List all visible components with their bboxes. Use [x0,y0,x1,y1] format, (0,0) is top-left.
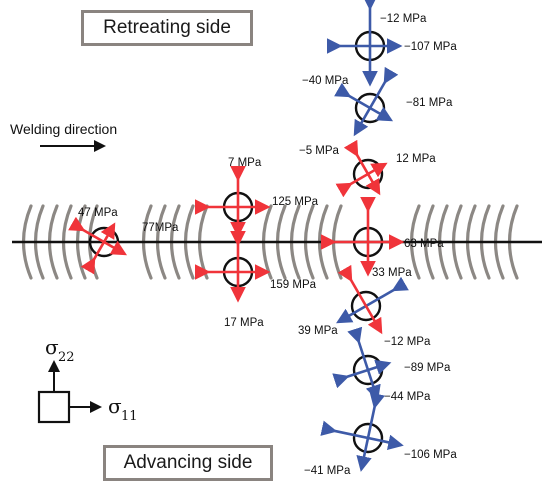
stress-value-label: −12 MPa [380,13,427,25]
stress-value-label: 77MPa [142,222,179,234]
retreating-side-label: Retreating side [81,10,253,46]
stress-value-label: −5 MPa [299,145,340,157]
sigma11-symbol: σ [108,394,122,418]
stress-point-p8: 39 MPa −12 MPa [298,264,431,348]
stress-point-p1: 47 MPa 77MPa [68,207,179,275]
stress-value-label: 7 MPa [228,157,262,169]
stress-points: 47 MPa 77MPa 7 MPa 125 MPa 159 MPa 17 MPa −12 … [68,0,457,477]
stress-arrow [80,222,116,275]
stress-value-label: −89 MPa [404,362,451,374]
stress-value-label: 12 MPa [396,153,436,165]
stress-point-p6: −5 MPa 12 MPa [299,139,436,198]
stress-value-label: 47 MPa [78,207,118,219]
stress-point-p9: −89 MPa −44 MPa [332,326,451,403]
coordinate-axes: σ 22 σ 11 [37,335,138,424]
stress-point-p3: 159 MPa 17 MPa [195,231,317,329]
stress-point-p2: 7 MPa 125 MPa [195,157,319,238]
sigma11-subscript: 11 [121,409,138,424]
stress-value-label: 33 MPa [372,267,412,279]
stress-arrow [335,162,388,198]
stress-value-label: 159 MPa [270,279,317,291]
stress-arrow [337,264,383,335]
stress-point-p4: −12 MPa −107 MPa [327,0,457,87]
sigma22-symbol: σ [45,335,59,359]
stress-value-label: 125 MPa [272,196,319,208]
welding-direction-label: Welding direction [10,121,117,137]
stress-point-p5: −40 MPa −81 MPa [302,66,453,137]
stress-value-label: 63 MPa [404,238,444,250]
stress-value-label: −12 MPa [384,336,431,348]
stress-value-label: −44 MPa [384,391,431,403]
stress-arrow [332,359,392,389]
advancing-side-label: Advancing side [103,445,273,481]
stress-arrow [320,420,404,450]
stress-value-label: −40 MPa [302,75,349,87]
stress-arrow [334,82,394,122]
stress-value-label: −106 MPa [404,449,457,461]
stress-value-label: 17 MPa [224,317,264,329]
stress-value-label: −81 MPa [406,97,453,109]
stress-point-p10: −106 MPa −41 MPa [304,392,457,477]
stress-value-label: −41 MPa [304,465,351,477]
element-square [37,390,71,424]
stress-value-label: −107 MPa [404,41,457,53]
sigma22-subscript: 22 [58,350,75,365]
stress-value-label: 39 MPa [298,325,338,337]
